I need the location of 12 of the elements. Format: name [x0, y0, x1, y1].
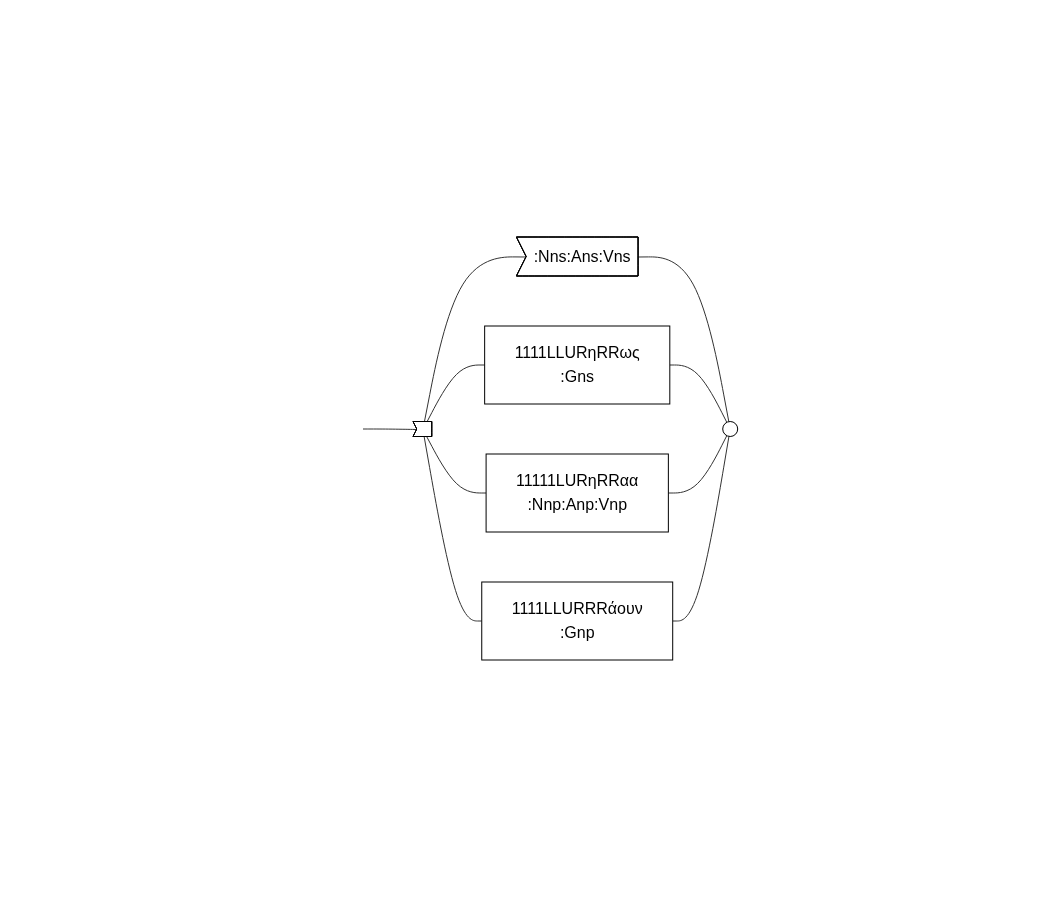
connector	[672, 435, 730, 622]
connector	[426, 436, 487, 494]
connector	[362, 428, 418, 430]
connector	[423, 436, 483, 622]
connector	[668, 435, 728, 494]
node-box: 1111LLURηRRως :Gns	[484, 325, 671, 405]
node-box: 11111LURηRRαα :Nnp:Anp:Vnp	[485, 453, 669, 533]
node-box: 1111LLURRRάουν :Gnp	[481, 581, 674, 661]
node-circle	[722, 421, 739, 437]
connector	[669, 364, 728, 423]
connector	[426, 364, 486, 423]
connector	[638, 256, 730, 423]
